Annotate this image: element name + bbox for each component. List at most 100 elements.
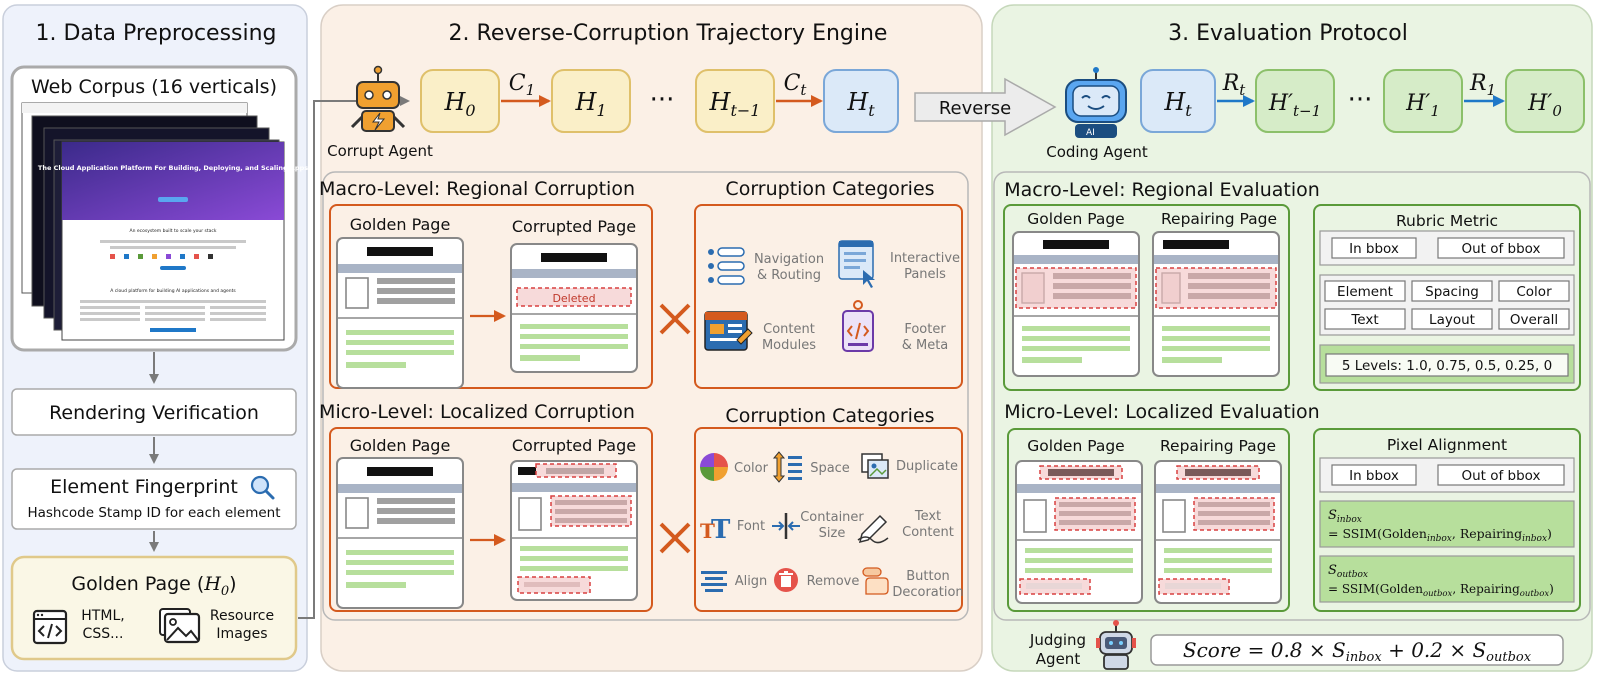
state-h0 (420, 69, 500, 133)
cat-button-l1: Button (906, 569, 950, 584)
rubric-item-color (1498, 280, 1570, 302)
micro-x-mark (659, 522, 691, 554)
cat-panels-l2: Panels (904, 267, 946, 282)
eval-state-ht-label: Ht (1163, 88, 1192, 120)
corrupt-agent-icon (350, 65, 406, 132)
cat-container-l1: Container (800, 510, 864, 525)
content-module-icon (704, 311, 753, 351)
cat-text-l2: Content (902, 525, 954, 540)
state-ht (823, 69, 899, 133)
score-formula-box (1150, 634, 1564, 666)
cat-footer-l2: & Meta (902, 338, 949, 353)
rubric-item-element (1324, 280, 1406, 302)
cat-text-l1: Text (914, 509, 941, 524)
cat-button-l2: Decoration (892, 585, 963, 600)
micro-eval-repairing-label: Repairing Page (1160, 437, 1276, 455)
cat-content-l2: Modules (762, 338, 816, 353)
judging-agent-l2: Agent (1036, 650, 1081, 668)
interactive-panel-icon (838, 240, 875, 288)
golden-page-label: Golden Page (H0) (71, 573, 236, 599)
reverse-arrow (914, 77, 1057, 137)
s-inbox-lhs: Sinbox (1328, 508, 1362, 525)
eval-ellipsis: ··· (1348, 85, 1373, 115)
coding-agent-label: Coding Agent (1046, 143, 1148, 161)
color-wheel-icon (700, 453, 728, 481)
micro-eval-title: Micro-Level: Localized Evaluation (1004, 401, 1319, 423)
macro-golden-label: Golden Page (350, 215, 451, 234)
element-fingerprint-subtitle: Hashcode Stamp ID for each element (27, 505, 280, 521)
cat-duplicate: Duplicate (896, 459, 958, 474)
arrow-ct-label: Ct (784, 71, 808, 99)
macro-eval-golden-wireframe (1012, 231, 1140, 377)
s-inbox-rhs: = SSIM(Goldeninbox, Repairinginbox) (1328, 526, 1552, 544)
element-fingerprint-label: Element Fingerprint (50, 476, 238, 498)
rubric-item-overall-label: Overall (1510, 312, 1558, 328)
micro-categories-title: Corruption Categories (725, 405, 934, 427)
rubric-item-color-label: Color (1516, 284, 1552, 300)
text-edit-icon (857, 514, 889, 544)
rubric-item-overall (1498, 308, 1570, 330)
eval-state-hp-tm1-label: H′t−1 (1268, 91, 1321, 120)
corrupt-agent-label: Corrupt Agent (327, 142, 433, 160)
judging-agent-icon (1096, 620, 1136, 670)
cat-space: Space (810, 461, 850, 476)
web-screenshot-section-2: A cloud platform for building AI applica… (110, 288, 236, 294)
state-ht-minus-1 (695, 69, 775, 133)
cat-panels-l1: Interactive (890, 251, 960, 266)
macro-categories-title: Corruption Categories (725, 178, 934, 200)
arrow-c1-label: C1 (509, 71, 535, 99)
state-h1 (551, 69, 631, 133)
pixel-out-bbox-label: Out of bbox (1461, 468, 1540, 484)
s-outbox-rhs: = SSIM(Goldenoutbox, Repairingoutbox) (1328, 582, 1554, 599)
micro-golden-label: Golden Page (350, 436, 451, 455)
micro-golden-wireframe (336, 457, 464, 609)
cat-container-l2: Size (819, 526, 846, 541)
macro-corrupted-label: Corrupted Page (512, 217, 636, 236)
eval-state-hp-1 (1383, 69, 1463, 133)
font-icon: T T (700, 515, 731, 545)
cat-font: Font (737, 519, 765, 534)
cat-navigation-l1: Navigation (754, 252, 824, 267)
images-icon (159, 608, 201, 644)
svg-text:T: T (700, 519, 715, 543)
duplicate-icon (861, 453, 889, 479)
deleted-label: Deleted (552, 292, 595, 305)
macro-eval-repairing-wireframe (1152, 231, 1280, 377)
cat-align: Align (735, 574, 768, 589)
macro-corrupted-wireframe (510, 243, 638, 373)
macro-corruption-title: Macro-Level: Regional Corruption (319, 178, 635, 200)
macro-categories-box (694, 204, 963, 389)
web-corpus-label: Web Corpus (16 verticals) (31, 76, 277, 98)
code-file-icon (32, 609, 68, 645)
eval-state-hp-1-label: H′1 (1405, 91, 1440, 120)
arrow-r1-label: R1 (1469, 71, 1496, 99)
cat-content-l1: Content (763, 322, 815, 337)
container-size-icon (772, 513, 800, 539)
rubric-in-bbox (1331, 237, 1417, 259)
eval-state-ht (1140, 69, 1216, 133)
state-h0-label: H0 (443, 88, 475, 120)
svg-text:AI: AI (1086, 128, 1095, 138)
macro-x-mark (659, 303, 691, 335)
cat-remove: Remove (807, 574, 860, 589)
resource-html-line2: CSS... (83, 626, 124, 642)
macro-eval-golden-label: Golden Page (1027, 210, 1124, 228)
micro-corruption-title: Micro-Level: Localized Corruption (319, 401, 635, 423)
rubric-out-bbox-label: Out of bbox (1461, 241, 1540, 257)
button-hand-icon (862, 567, 889, 595)
micro-eval-golden-wireframe (1015, 460, 1143, 604)
macro-eval-repairing-label: Repairing Page (1161, 210, 1277, 228)
golden-page-box (10, 555, 298, 661)
state-ht-minus-1-label: Ht−1 (709, 88, 761, 120)
resource-html-line1: HTML, (81, 608, 124, 624)
judging-agent-l1: Judging (1029, 631, 1086, 649)
rubric-out-bbox (1437, 237, 1565, 259)
state-ht-label: Ht (846, 88, 875, 120)
rendering-verification-label: Rendering Verification (49, 402, 259, 424)
cat-footer-l1: Footer (904, 322, 946, 337)
pixel-out-bbox (1437, 464, 1565, 486)
trash-icon (774, 568, 798, 592)
pixel-in-bbox (1331, 464, 1417, 486)
rubric-item-layout (1411, 308, 1493, 330)
